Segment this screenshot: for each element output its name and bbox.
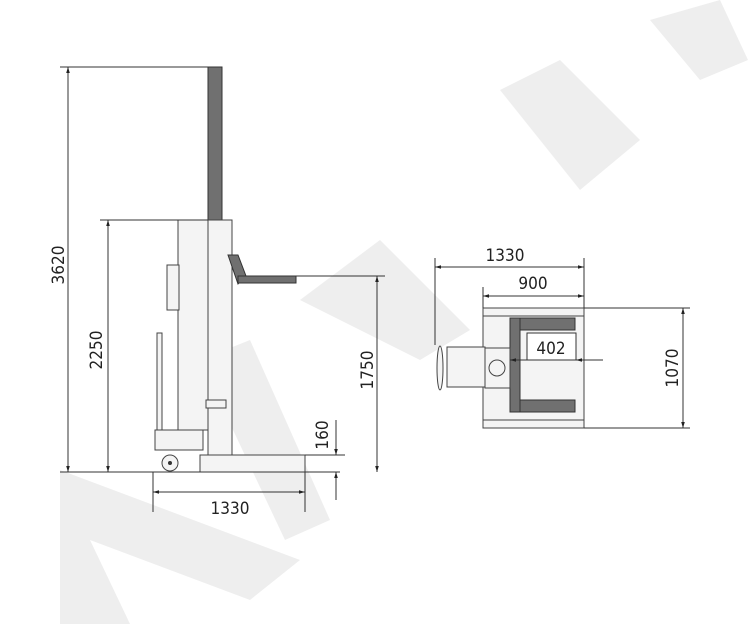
fork-plate xyxy=(509,317,521,413)
mast xyxy=(207,66,223,221)
dim-fork-width: 402 xyxy=(536,339,565,359)
fork-right xyxy=(519,399,576,413)
base-frame xyxy=(154,429,204,451)
base-leg xyxy=(199,454,306,473)
dim-body-height: 2250 xyxy=(87,331,107,370)
fork-left xyxy=(519,317,576,331)
dim-fork-min-height: 160 xyxy=(313,420,333,449)
steering-wheel xyxy=(436,345,444,391)
side-view: 3620 2250 1750 160 1330 xyxy=(49,66,385,519)
watermark-logo xyxy=(60,0,748,624)
body-housing xyxy=(177,219,209,431)
dim-top-length: 1330 xyxy=(486,246,525,266)
dim-side-length: 1330 xyxy=(211,499,250,519)
handle-unit xyxy=(446,346,486,388)
handle-bar xyxy=(156,332,163,431)
dim-total-height: 3620 xyxy=(49,246,69,285)
dim-fork-max-height: 1750 xyxy=(358,351,378,390)
top-view: 1330 900 402 1070 xyxy=(434,246,690,429)
dim-fork-length: 900 xyxy=(518,274,547,294)
dim-width: 1070 xyxy=(663,349,683,388)
column-bracket xyxy=(205,399,227,409)
control-box xyxy=(166,264,180,311)
fork xyxy=(237,275,297,284)
